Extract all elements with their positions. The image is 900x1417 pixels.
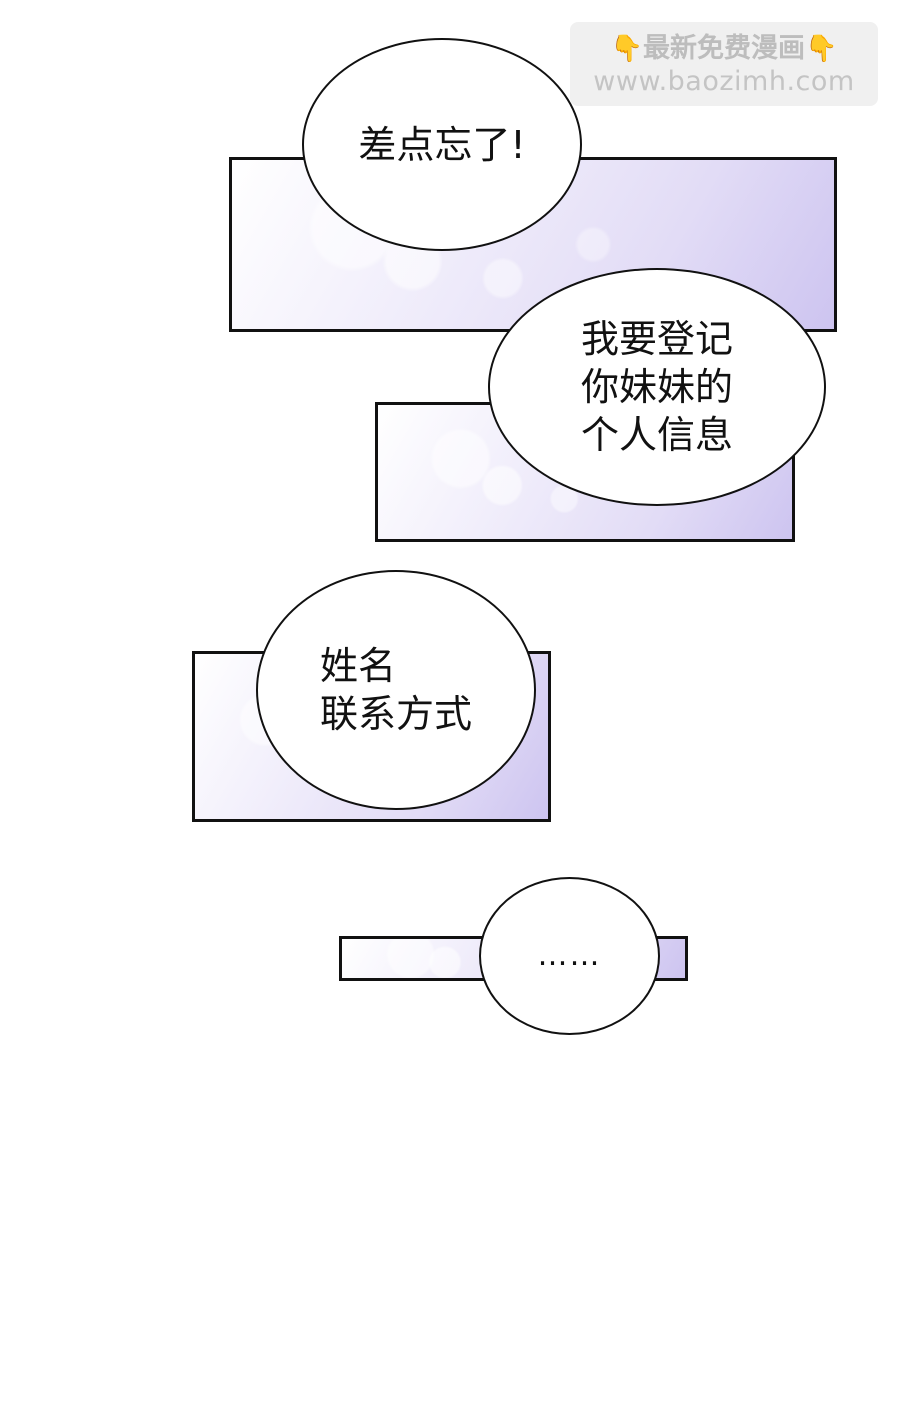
- speech-bubble-text: 我要登记 你妹妹的 个人信息: [580, 317, 733, 457]
- watermark-title: 👇最新免费漫画👇: [570, 32, 878, 66]
- watermark-badge: 👇最新免费漫画👇 www.baozimh.com: [570, 22, 878, 106]
- speech-bubble-2: 我要登记 你妹妹的 个人信息: [488, 268, 826, 506]
- speech-bubble-text: 姓名 联系方式: [319, 644, 472, 736]
- pointing-down-icon: 👇: [805, 34, 838, 64]
- speech-bubble-text: ……: [537, 938, 602, 973]
- speech-bubble-3: 姓名 联系方式: [256, 570, 536, 810]
- speech-bubble-text: 差点忘了!: [358, 122, 526, 167]
- watermark-title-text: 最新免费漫画: [643, 33, 805, 64]
- speech-bubble-4: ……: [479, 877, 660, 1035]
- pointing-down-icon: 👇: [610, 34, 643, 64]
- speech-bubble-1: 差点忘了!: [302, 38, 582, 251]
- watermark-url: www.baozimh.com: [593, 66, 855, 97]
